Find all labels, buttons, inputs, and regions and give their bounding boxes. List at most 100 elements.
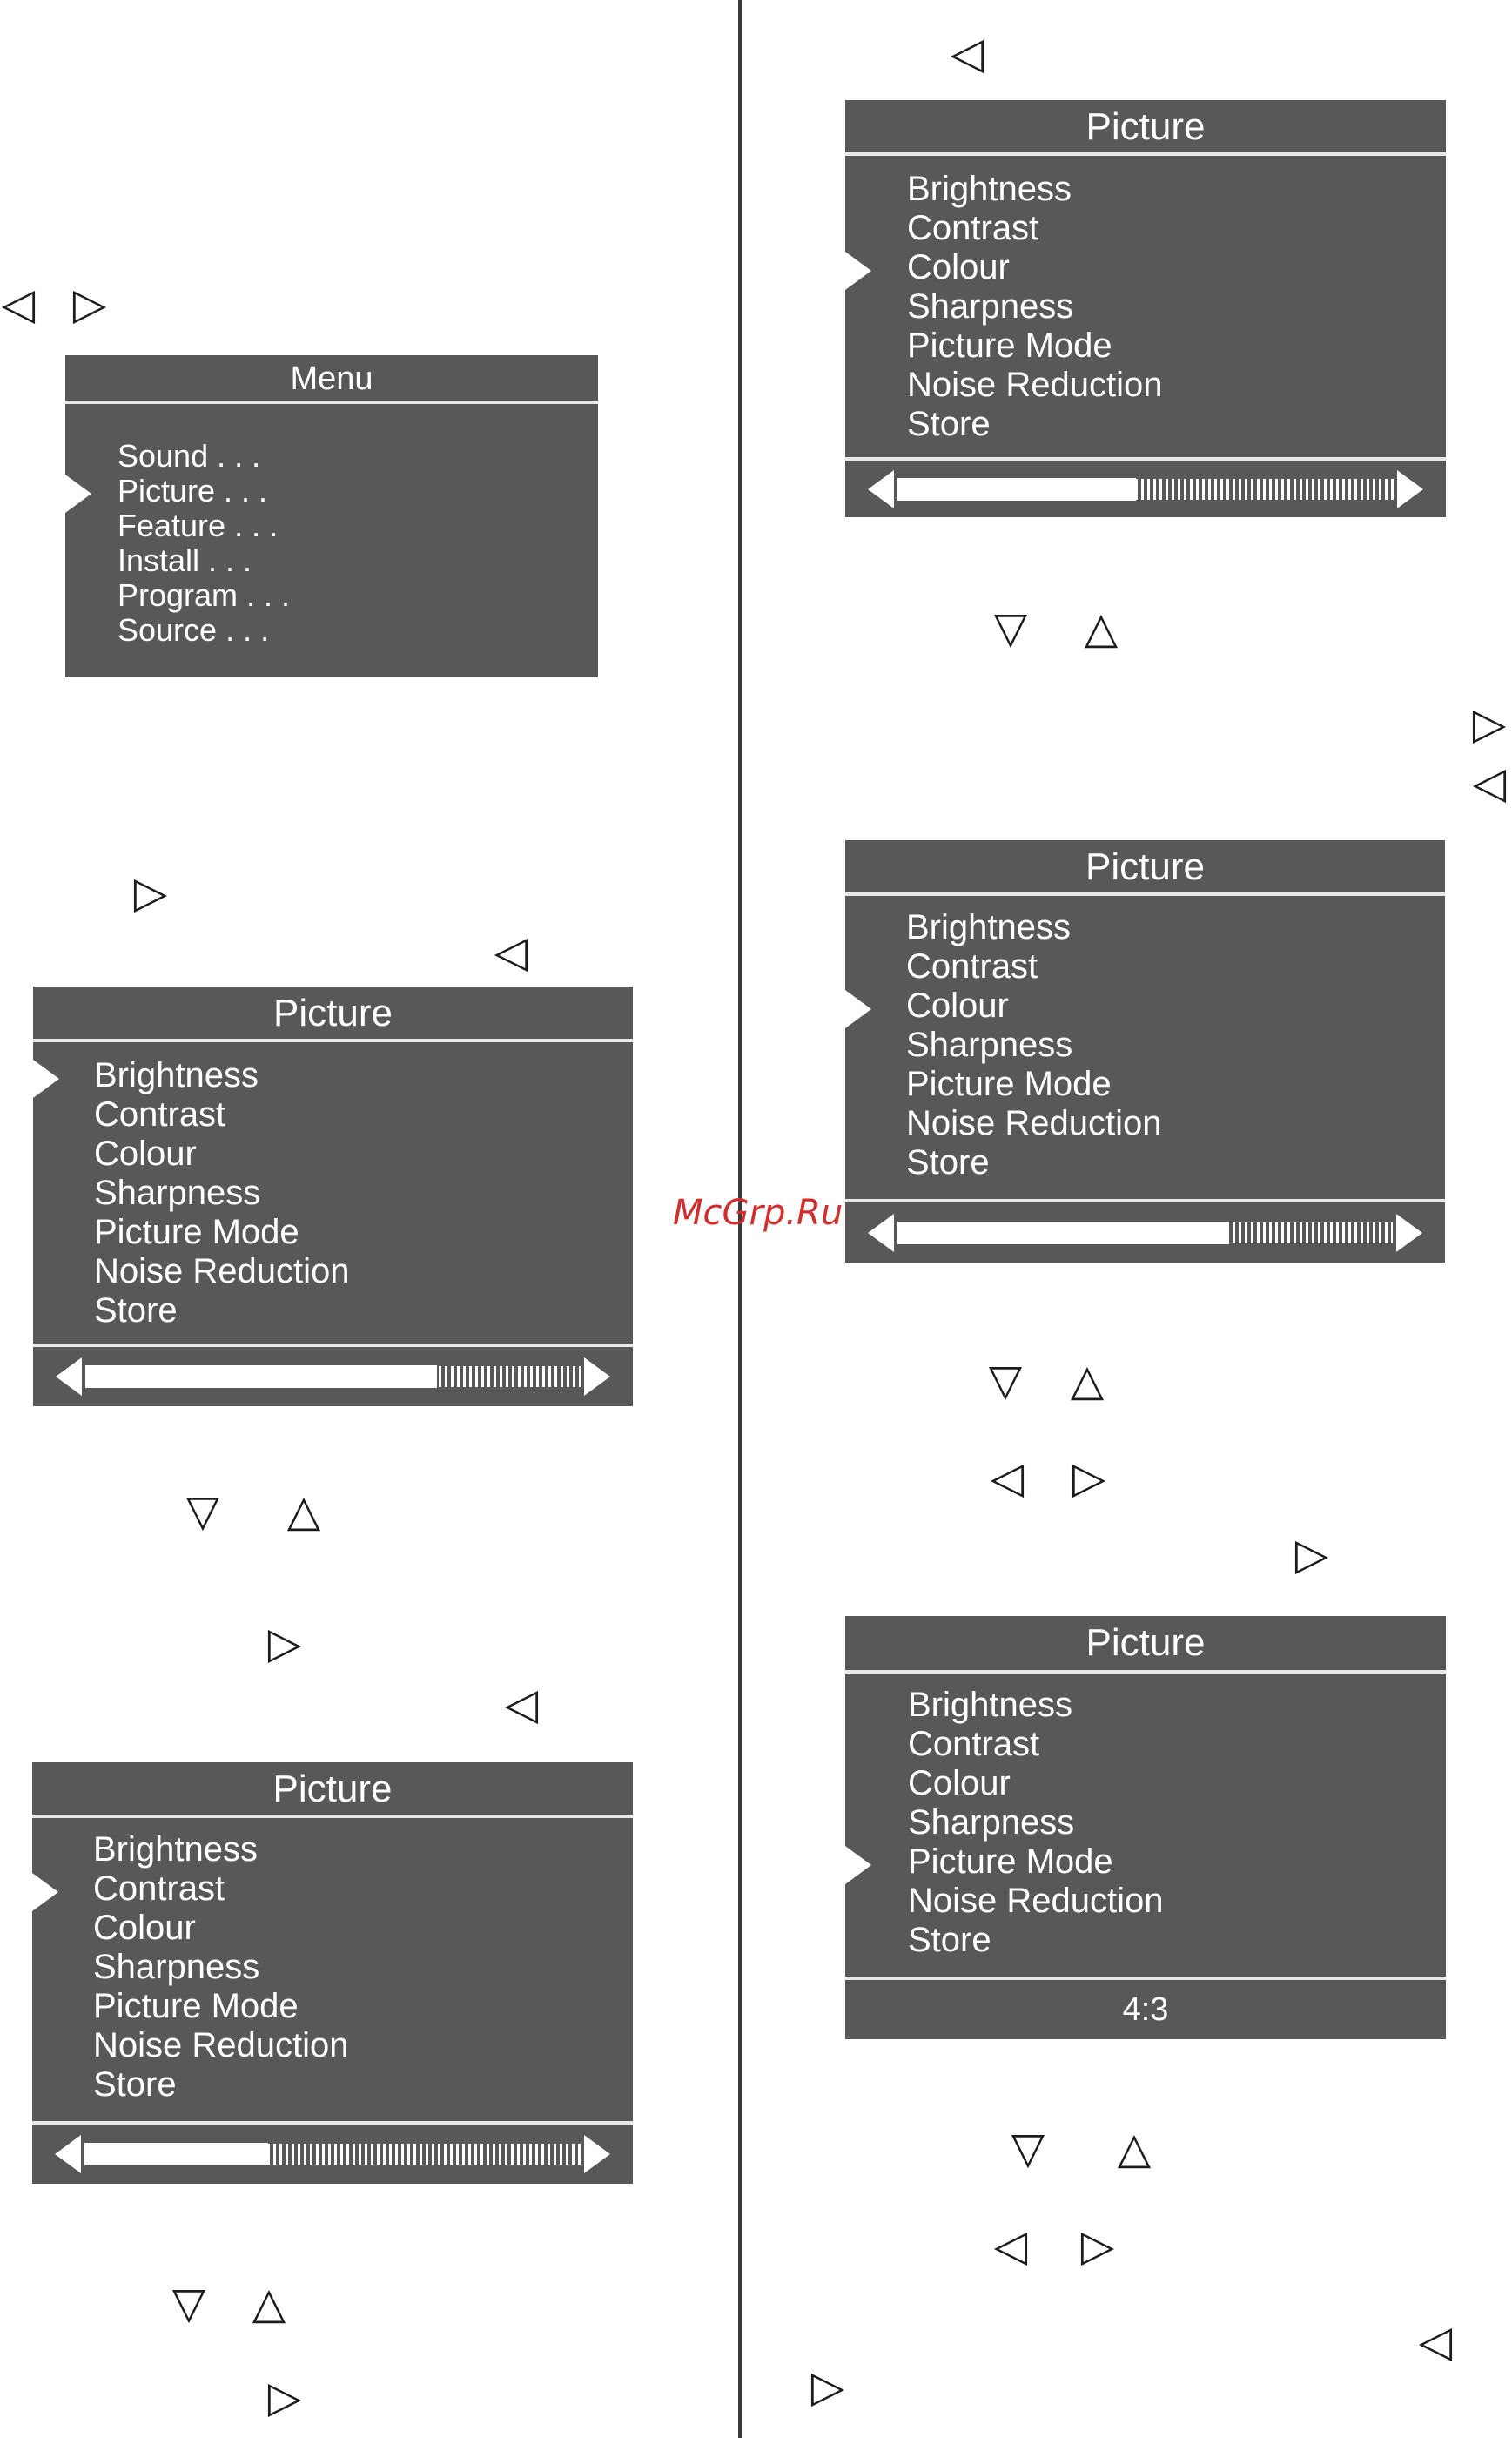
item-noise-reduction[interactable]: Noise Reduction: [93, 2026, 349, 2064]
picture-title: Picture: [273, 992, 393, 1034]
level-slider[interactable]: [845, 461, 1446, 517]
item-noise-reduction[interactable]: Noise Reduction: [906, 1104, 1162, 1142]
up-arrow-icon: △: [252, 2278, 286, 2328]
selection-pointer: [33, 1060, 59, 1098]
item-colour[interactable]: Colour: [908, 1764, 1011, 1802]
menu-item-sound[interactable]: Sound . . .: [118, 438, 261, 474]
item-contrast[interactable]: Contrast: [907, 209, 1039, 247]
picture-title: Picture: [272, 1768, 393, 1810]
left-arrow-icon: ◁: [494, 926, 528, 977]
item-store[interactable]: Store: [907, 405, 991, 443]
slider-track: [85, 1365, 581, 1388]
left-arrow-icon: ◁: [504, 1679, 539, 1729]
picture-panel-picture-mode: Picture Brightness Contrast Colour Sharp…: [845, 1616, 1446, 2039]
picture-title: Picture: [1085, 105, 1206, 148]
item-brightness[interactable]: Brightness: [908, 1686, 1072, 1724]
slider-left-icon[interactable]: [56, 1357, 82, 1396]
item-colour[interactable]: Colour: [93, 1909, 196, 1947]
selection-pointer: [32, 1873, 58, 1911]
slider-right-icon[interactable]: [584, 2135, 610, 2173]
slider-left-icon[interactable]: [868, 469, 894, 508]
item-contrast[interactable]: Contrast: [908, 1725, 1040, 1763]
item-sharpness[interactable]: Sharpness: [907, 287, 1074, 326]
menu-selection-pointer: [65, 475, 91, 513]
picture-title: Picture: [1085, 1621, 1206, 1664]
down-arrow-icon: ▽: [185, 1485, 220, 1536]
slider-fill: [85, 1365, 437, 1388]
right-arrow-icon: ▷: [267, 1618, 302, 1668]
panel-rule: [845, 152, 1446, 156]
item-picture-mode[interactable]: Picture Mode: [906, 1065, 1112, 1103]
panel-rule: [32, 2121, 633, 2125]
panel-rule: [33, 1039, 633, 1042]
left-arrow-icon: ◁: [990, 1452, 1025, 1503]
picture-item-list: Brightness Contrast Colour Sharpness Pic…: [93, 1830, 349, 2105]
level-slider[interactable]: [33, 1347, 633, 1406]
item-noise-reduction[interactable]: Noise Reduction: [94, 1252, 350, 1290]
item-noise-reduction[interactable]: Noise Reduction: [908, 1882, 1164, 1920]
menu-rule: [65, 401, 598, 404]
panel-rule: [33, 1344, 633, 1347]
slider-left-icon[interactable]: [868, 1213, 894, 1252]
slider-fill: [84, 2143, 268, 2165]
menu-item-install[interactable]: Install . . .: [118, 542, 252, 578]
slider-right-icon[interactable]: [1397, 469, 1423, 508]
down-arrow-icon: ▽: [993, 603, 1028, 653]
item-sharpness[interactable]: Sharpness: [94, 1174, 261, 1212]
picture-title: Picture: [1085, 845, 1205, 888]
right-arrow-icon: ▷: [72, 279, 107, 329]
item-picture-mode[interactable]: Picture Mode: [907, 327, 1112, 365]
item-store[interactable]: Store: [906, 1143, 990, 1182]
item-picture-mode[interactable]: Picture Mode: [94, 1213, 299, 1251]
item-contrast[interactable]: Contrast: [94, 1095, 226, 1134]
item-sharpness[interactable]: Sharpness: [908, 1803, 1075, 1842]
item-picture-mode[interactable]: Picture Mode: [93, 1987, 299, 2025]
slider-left-icon[interactable]: [55, 2135, 81, 2173]
item-brightness[interactable]: Brightness: [906, 908, 1071, 946]
picture-panel-sharpness: Picture Brightness Contrast Colour Sharp…: [845, 840, 1445, 1263]
level-slider[interactable]: [845, 1202, 1445, 1263]
menu-item-picture[interactable]: Picture . . .: [118, 473, 268, 508]
item-colour[interactable]: Colour: [906, 987, 1009, 1025]
item-sharpness[interactable]: Sharpness: [906, 1026, 1073, 1064]
menu-item-source[interactable]: Source . . .: [118, 612, 270, 648]
left-arrow-icon: ◁: [1, 279, 36, 329]
menu-list: Sound . . . Picture . . . Feature . . . …: [118, 439, 290, 648]
item-picture-mode[interactable]: Picture Mode: [908, 1842, 1113, 1881]
left-arrow-icon: ◁: [950, 28, 984, 78]
item-store[interactable]: Store: [93, 2065, 177, 2104]
item-store[interactable]: Store: [908, 1921, 991, 1959]
item-contrast[interactable]: Contrast: [906, 947, 1038, 986]
item-contrast[interactable]: Contrast: [93, 1869, 225, 1908]
item-brightness[interactable]: Brightness: [94, 1056, 259, 1094]
up-arrow-icon: △: [1084, 603, 1119, 653]
right-arrow-icon: ▷: [1472, 698, 1507, 749]
slider-right-icon[interactable]: [584, 1357, 610, 1396]
watermark-text: McGrp.Ru: [673, 1193, 843, 1233]
menu-item-program[interactable]: Program . . .: [118, 577, 291, 613]
selection-pointer: [845, 252, 871, 290]
picture-panel-brightness: Picture Brightness Contrast Colour Sharp…: [33, 987, 633, 1406]
panel-rule: [32, 1815, 633, 1818]
item-store[interactable]: Store: [94, 1291, 178, 1330]
level-slider[interactable]: [32, 2125, 633, 2184]
column-divider: [738, 0, 742, 2438]
slider-right-icon[interactable]: [1396, 1213, 1422, 1252]
item-brightness[interactable]: Brightness: [907, 170, 1072, 208]
item-noise-reduction[interactable]: Noise Reduction: [907, 366, 1163, 404]
item-brightness[interactable]: Brightness: [93, 1830, 258, 1869]
item-sharpness[interactable]: Sharpness: [93, 1948, 260, 1986]
slider-track: [897, 1221, 1393, 1244]
item-colour[interactable]: Colour: [907, 248, 1010, 286]
down-arrow-icon: ▽: [988, 1355, 1023, 1405]
slider-track: [897, 477, 1394, 501]
item-colour[interactable]: Colour: [94, 1135, 197, 1173]
up-arrow-icon: △: [286, 1485, 321, 1536]
menu-panel: Menu Sound . . . Picture . . . Feature .…: [65, 355, 598, 677]
up-arrow-icon: △: [1070, 1355, 1105, 1405]
down-arrow-icon: ▽: [1011, 2123, 1045, 2173]
menu-item-feature[interactable]: Feature . . .: [118, 508, 279, 543]
picture-panel-contrast: Picture Brightness Contrast Colour Sharp…: [32, 1762, 633, 2184]
picture-item-list: Brightness Contrast Colour Sharpness Pic…: [906, 908, 1162, 1182]
picture-item-list: Brightness Contrast Colour Sharpness Pic…: [94, 1056, 350, 1330]
